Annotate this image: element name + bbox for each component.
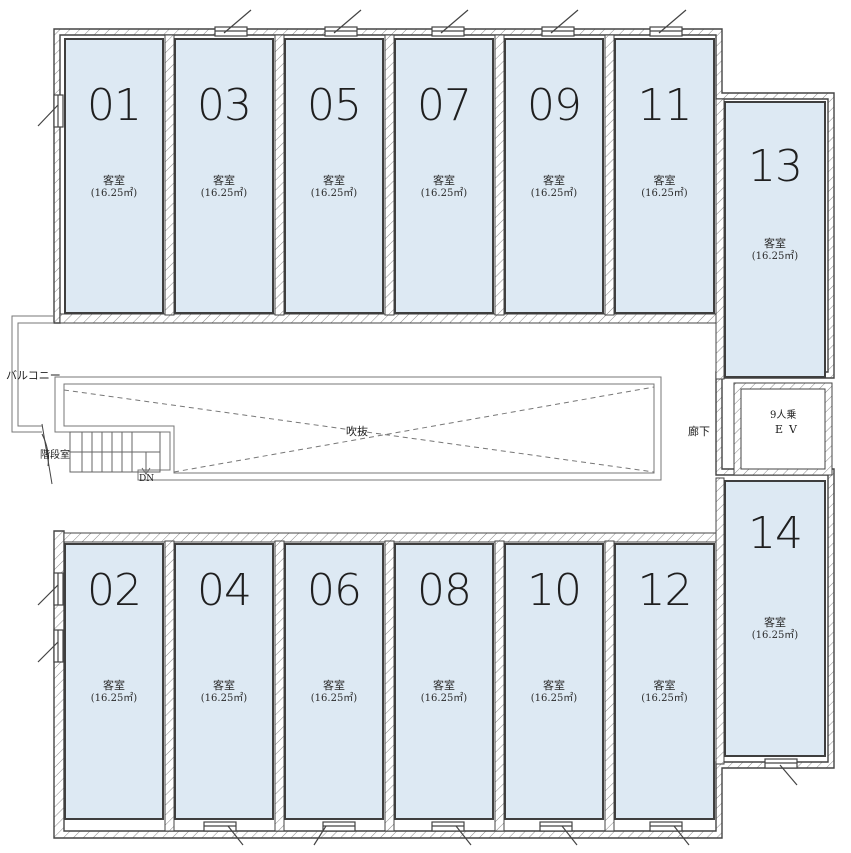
room-kind: 客室 — [543, 174, 565, 187]
room-area: (16.25㎡) — [310, 188, 358, 199]
room-number: 04 — [197, 565, 252, 616]
room-area: (16.25㎡) — [90, 693, 138, 704]
building-outline — [53, 28, 835, 839]
room-number: 05 — [307, 80, 362, 131]
guest-room: 10 客室(16.25㎡) — [504, 543, 604, 820]
room-kind: 客室 — [653, 679, 676, 692]
room-number: 06 — [307, 565, 362, 616]
party-wall — [604, 540, 615, 832]
room-area: (16.25㎡) — [420, 188, 468, 199]
windows — [37, 9, 798, 846]
elevator-shaft-inner — [740, 388, 826, 470]
guest-room: 06 客室(16.25㎡) — [284, 543, 384, 820]
void-railing-inner — [63, 383, 655, 474]
party-wall — [494, 34, 505, 316]
balcony-rail — [11, 315, 54, 433]
room-kind: 客室 — [323, 679, 345, 692]
guest-room: 09 客室(16.25㎡) — [504, 38, 604, 314]
elevator-capacity-label: 9人乗 — [770, 410, 797, 421]
room-area: (16.25㎡) — [751, 630, 799, 641]
room-kind: 客室 — [764, 237, 786, 250]
room-number: 08 — [417, 565, 472, 616]
stair-arrow — [141, 452, 151, 475]
room-number: 12 — [637, 565, 693, 616]
balcony-rail-inner — [17, 322, 54, 427]
guest-room: 07 客室(16.25㎡) — [394, 38, 494, 314]
party-wall — [715, 477, 725, 765]
room-area: (16.25㎡) — [200, 188, 248, 199]
stair-room-label: 階段室 — [40, 450, 70, 461]
room-kind: 客室 — [433, 174, 455, 187]
room-kind: 客室 — [433, 679, 455, 692]
room-kind: 客室 — [543, 679, 565, 692]
stair-room-door — [41, 423, 53, 485]
guest-room: 08 客室(16.25㎡) — [394, 543, 494, 820]
guest-room: 12 客室(16.25㎡) — [614, 543, 715, 820]
room-number: 07 — [417, 80, 472, 131]
party-wall — [164, 34, 175, 316]
balcony — [11, 315, 54, 433]
guest-room: 05 客室(16.25㎡) — [284, 38, 384, 314]
void-label: 吹抜 — [346, 425, 368, 438]
party-wall — [494, 540, 505, 832]
down-label: DN — [139, 474, 155, 484]
room-area: (16.25㎡) — [530, 188, 578, 199]
room-kind: 客室 — [323, 174, 345, 187]
void-diagonal — [63, 389, 655, 473]
guest-room: 03 客室(16.25㎡) — [174, 38, 274, 314]
room-area: (16.25㎡) — [420, 693, 468, 704]
elevator-label: EV — [775, 423, 803, 436]
room-area: (16.25㎡) — [530, 693, 578, 704]
room-number: 10 — [527, 565, 582, 616]
guest-room: 13 客室(16.25㎡) — [724, 101, 826, 378]
room-kind: 客室 — [103, 679, 125, 692]
room-number: 09 — [527, 80, 582, 131]
corridor-label: 廊下 — [688, 425, 710, 438]
room-number: 02 — [87, 565, 142, 616]
room-area: (16.25㎡) — [310, 693, 358, 704]
party-wall — [384, 34, 395, 316]
room-number: 11 — [637, 80, 693, 131]
room-kind: 客室 — [213, 679, 235, 692]
party-wall — [604, 34, 615, 316]
room-number: 03 — [197, 80, 252, 131]
party-wall — [715, 98, 725, 380]
party-wall — [274, 34, 285, 316]
guest-room: 01 客室(16.25㎡) — [64, 38, 164, 314]
balcony-label: バルコニー — [6, 369, 61, 382]
room-area: (16.25㎡) — [641, 188, 688, 199]
room-kind: 客室 — [103, 174, 125, 187]
guest-room: 04 客室(16.25㎡) — [174, 543, 274, 820]
room-area: (16.25㎡) — [90, 188, 138, 199]
party-wall — [164, 540, 175, 832]
guest-room: 02 客室(16.25㎡) — [64, 543, 164, 820]
guest-room: 11 客室(16.25㎡) — [614, 38, 715, 314]
void-diagonal — [173, 386, 655, 473]
room-kind: 客室 — [213, 174, 235, 187]
party-wall — [384, 540, 395, 832]
staircase — [69, 431, 161, 475]
room-area: (16.25㎡) — [200, 693, 248, 704]
room-kind: 客室 — [653, 174, 676, 187]
room-number: 13 — [748, 141, 803, 192]
party-wall — [274, 540, 285, 832]
room-area: (16.25㎡) — [641, 693, 688, 704]
room-number: 01 — [87, 80, 142, 131]
guest-room: 14 客室(16.25㎡) — [724, 480, 826, 757]
room-kind: 客室 — [764, 616, 786, 629]
atrium-void — [54, 376, 662, 481]
exterior-walls — [53, 28, 835, 839]
room-number: 14 — [748, 508, 803, 559]
room-area: (16.25㎡) — [751, 251, 799, 262]
